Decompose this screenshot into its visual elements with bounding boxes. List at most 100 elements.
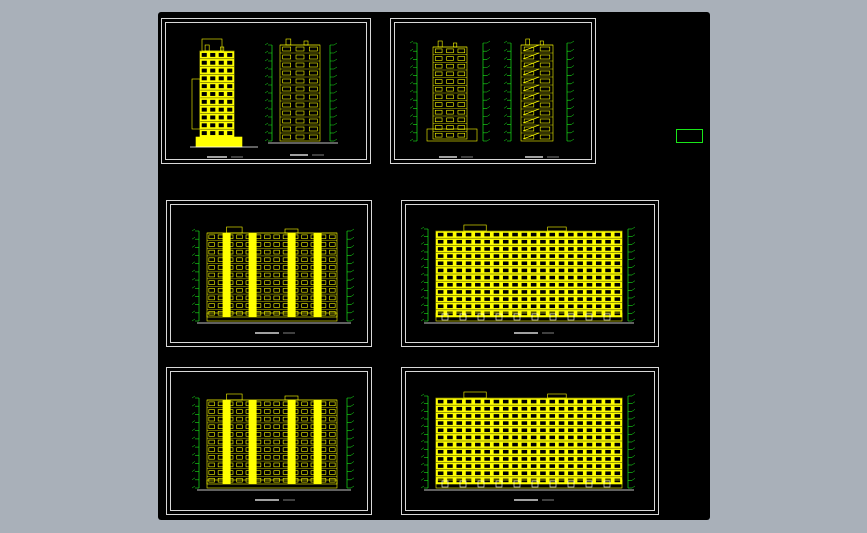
dimension-tick [350,403,355,407]
window [465,282,472,287]
window [484,406,490,411]
window [558,435,565,440]
window [595,435,602,440]
sheet-border [405,204,655,343]
drawing-sheet-2[interactable] [390,18,596,164]
window [595,414,602,418]
dimension-tick [350,469,355,472]
window [447,268,453,273]
dimension-tick [191,485,196,489]
window [577,297,583,301]
window [282,70,291,76]
window [523,70,535,76]
window [447,435,453,440]
window [437,261,444,266]
window [586,254,593,258]
window [227,123,233,128]
window [264,462,271,468]
window [295,94,305,100]
window [437,311,444,316]
window [264,288,271,293]
dimension-tick [570,81,575,85]
window [475,282,481,287]
dimension-tick [409,114,414,117]
dimension-tick [264,98,269,102]
window [437,399,444,404]
window [218,123,224,128]
window [456,297,463,301]
ground-window [477,480,485,488]
window [605,232,611,237]
drawing-sheet-6[interactable] [401,367,659,515]
window [456,428,463,433]
window [502,275,509,280]
drawing-sheet-3[interactable] [166,200,372,347]
drawing-sheet-4[interactable] [401,200,659,347]
window [273,280,280,285]
window [437,421,444,425]
window [586,471,593,476]
window [614,254,621,258]
window [227,84,233,89]
window [437,282,444,287]
window [540,442,546,447]
window [484,239,490,244]
window [434,71,443,77]
window [301,272,308,278]
window [218,92,224,96]
ground-window [549,480,557,488]
drawing-sheet-5[interactable] [166,367,372,515]
window [456,232,463,237]
window [512,399,518,404]
window [558,457,565,461]
dimension-tick [191,286,196,289]
ground-window [513,480,521,488]
dimension-tick [631,226,636,230]
dimension-tick [350,318,355,322]
window [549,304,556,309]
window [530,239,537,244]
dimension-tick [191,236,196,240]
window [549,471,556,476]
window [512,414,518,418]
dimension-tick [420,432,425,435]
dimension-tick [420,242,425,245]
window [512,478,518,483]
window [539,46,551,52]
window [586,414,593,418]
window [521,268,528,273]
window [502,311,509,316]
drawing-canvas[interactable] [158,12,710,520]
drawing-sheet-1[interactable] [161,18,371,164]
window [208,401,215,407]
window [301,439,308,445]
green-rectangle-marker-icon[interactable] [676,129,703,143]
window [577,239,583,244]
window [227,107,233,112]
window [210,92,216,96]
window [447,399,453,404]
window [530,275,537,280]
window [523,94,535,100]
window [614,247,621,251]
dimension-tick [191,469,196,472]
window [236,470,243,475]
window [456,282,463,287]
window [465,261,472,266]
window [295,78,305,84]
window [475,478,481,483]
window [595,261,602,266]
window [605,414,611,418]
window [549,449,556,454]
dimension-tick [264,74,269,78]
window [549,464,556,468]
window [540,406,546,411]
dimension-tick [191,245,196,248]
roof-structure [547,393,567,399]
dimension-tick [333,58,338,62]
window [218,52,224,57]
window [264,424,271,429]
window [227,76,233,81]
window [568,232,574,237]
window [512,247,518,251]
